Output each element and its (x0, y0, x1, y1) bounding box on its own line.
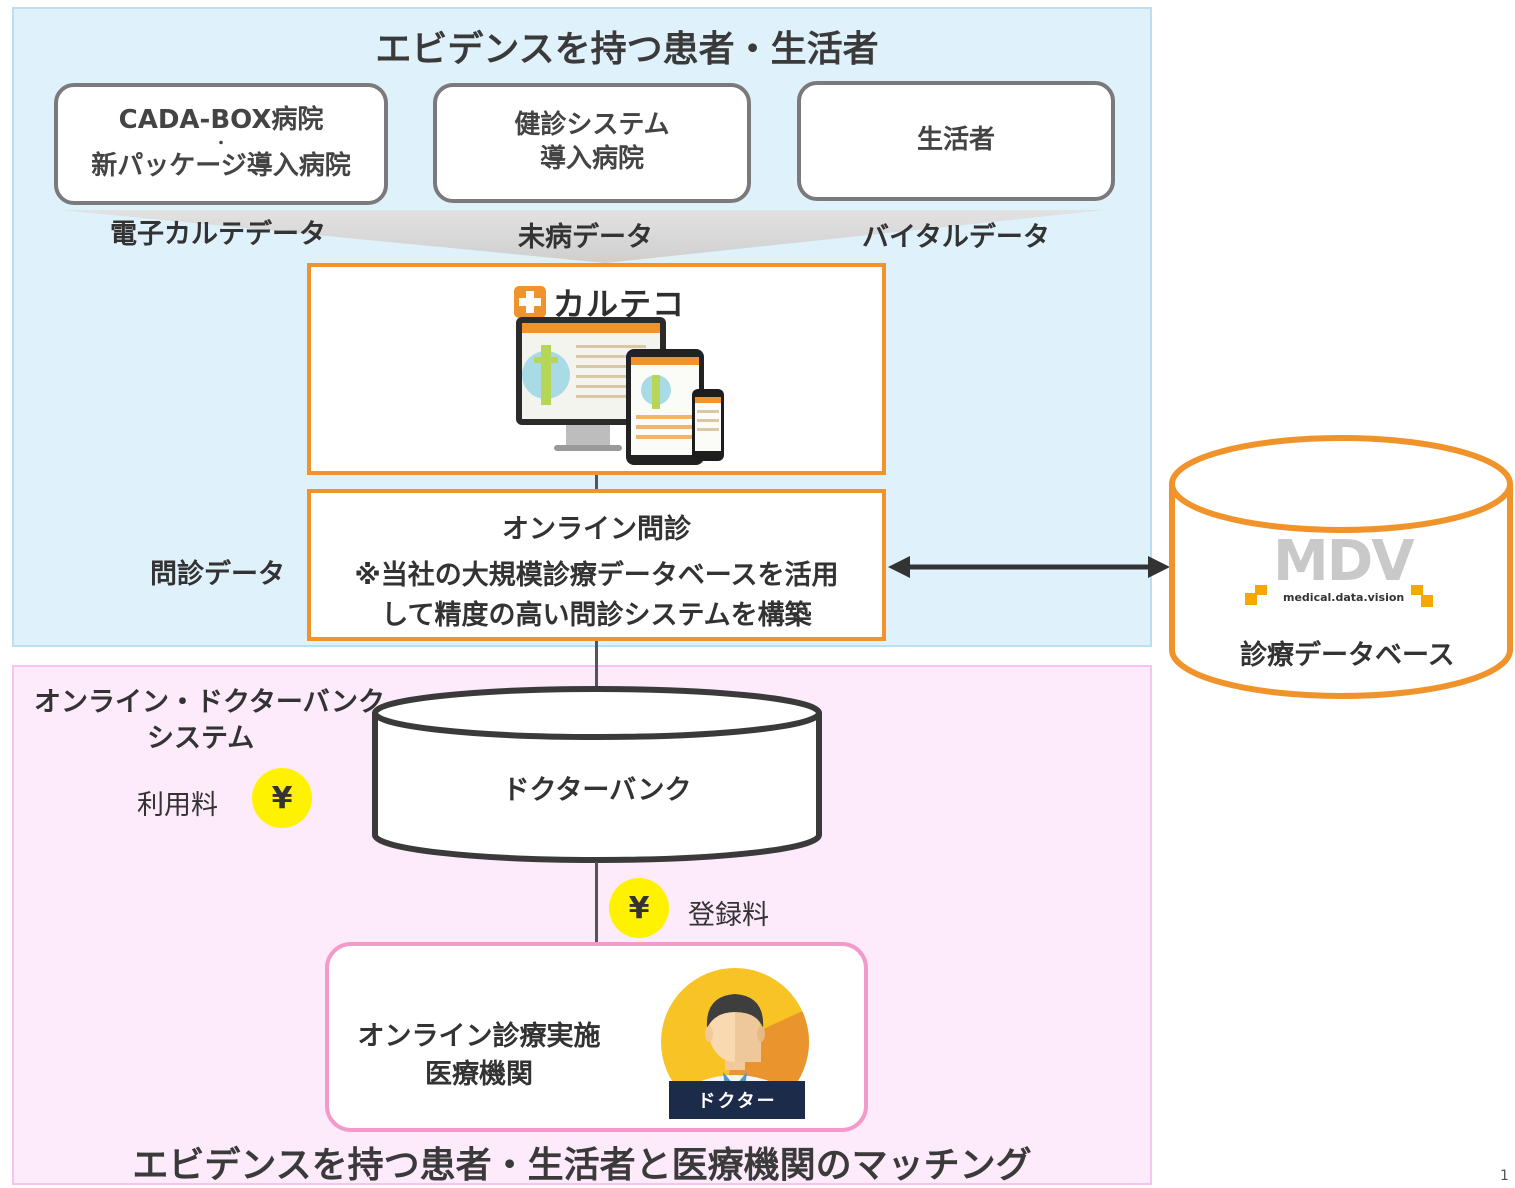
plus-icon (514, 286, 546, 318)
clinic-box: オンライン診療実施 医療機関 ドクター (325, 942, 868, 1132)
source-box-consumer: 生活者 (797, 81, 1115, 201)
source-box-health-check: 健診システム 導入病院 (433, 83, 751, 203)
source-box-cada: CADA-BOX病院 ・ 新パッケージ導入病院 (54, 83, 388, 205)
mdv-label: 診療データベース (1240, 640, 1455, 671)
doctor-bank-cylinder (372, 686, 822, 863)
doctor-badge: ドクター (669, 1081, 805, 1119)
medical-database-cylinder (1169, 435, 1513, 699)
source-cada-line2: 新パッケージ導入病院 (91, 151, 351, 181)
bidirectional-arrow-icon (888, 556, 1170, 578)
label-interview-data: 問診データ (150, 559, 285, 590)
mdv-logo-main: MDV (1273, 529, 1415, 594)
connector-line (595, 862, 598, 942)
online-interview-desc-1: ※当社の大規模診療データベースを活用 (354, 560, 839, 591)
page-number: 1 (1500, 1168, 1509, 1184)
doctor-bank-label: ドクターバンク (502, 775, 692, 806)
device-screens-image (516, 317, 724, 465)
clinic-label-line2: 医療機関 (425, 1059, 533, 1090)
source-consumer-line1: 生活者 (916, 125, 995, 156)
yen-icon: ¥ (609, 878, 669, 938)
source-health-line1: 健診システム (514, 110, 670, 141)
registration-fee-label: 登録料 (688, 900, 769, 931)
mdv-logo: MDV medical.data.vision (1245, 529, 1435, 615)
label-pre-disease-data: 未病データ (518, 222, 653, 253)
karteco-box: カルテコ (307, 263, 886, 475)
online-interview-box: オンライン問診 ※当社の大規模診療データベースを活用 して精度の高い問診システム… (307, 489, 886, 641)
source-health-line2: 導入病院 (539, 144, 644, 174)
connector-line (595, 641, 598, 689)
label-emr-data: 電子カルテデータ (110, 219, 326, 250)
mdv-logo-sub: medical.data.vision (1283, 591, 1405, 604)
source-cada-line1: CADA-BOX病院 (118, 105, 324, 136)
clinic-label-line1: オンライン診療実施 (357, 1021, 601, 1052)
data-funnel-arrow (60, 210, 1105, 263)
footer-title: エビデンスを持つ患者・生活者と医療機関のマッチング (132, 1145, 1032, 1186)
source-cada-sep: ・ (214, 136, 228, 152)
system-label-line2: システム (147, 723, 255, 754)
top-title: エビデンスを持つ患者・生活者 (375, 29, 879, 70)
usage-fee-label: 利用料 (137, 790, 218, 821)
connector-line (595, 475, 598, 489)
label-vital-data: バイタルデータ (862, 222, 1050, 253)
yen-icon: ¥ (252, 768, 312, 828)
online-interview-title: オンライン問診 (502, 514, 691, 545)
online-interview-desc-2: して精度の高い問診システムを構築 (381, 600, 812, 631)
mdv-logo-marks (1245, 585, 1433, 607)
system-label-line1: オンライン・ドクターバンク (34, 687, 385, 718)
karteco-logo: カルテコ (513, 279, 685, 325)
karteco-logo-text: カルテコ (553, 285, 686, 323)
